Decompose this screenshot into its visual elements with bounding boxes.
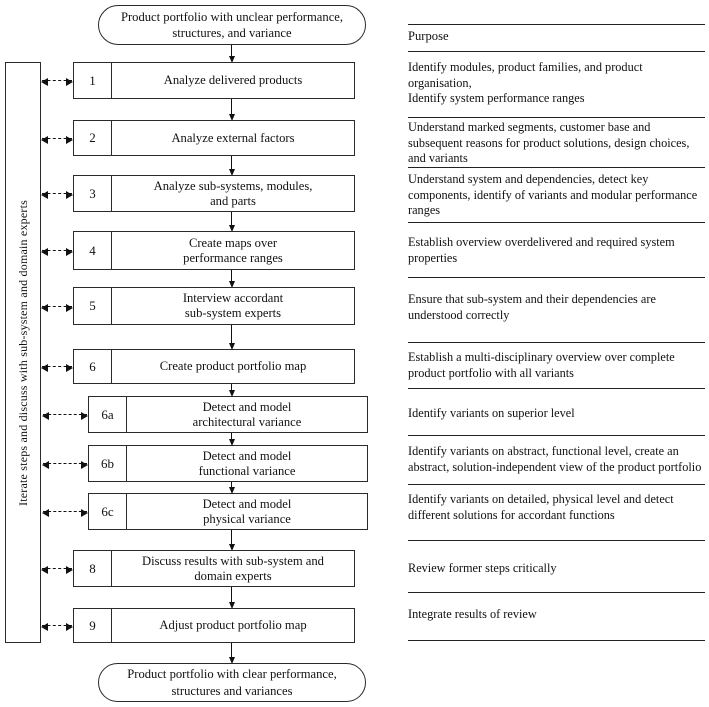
step-number: 6c [89, 494, 127, 529]
purpose-text-8: Review former steps critically [408, 561, 557, 575]
step-label: Adjust product portfolio map [159, 618, 307, 633]
purpose-text-9: Integrate results of review [408, 607, 537, 621]
step-label: Detect and model functional variance [198, 448, 296, 478]
separator-line [408, 540, 705, 541]
step-box-2: 2 Analyze external factors [73, 120, 355, 156]
separator-line [408, 484, 705, 485]
iterate-connector-icon [42, 508, 88, 517]
iterate-connector-icon [42, 411, 88, 420]
step-box-3: 3 Analyze sub-systems, modules, and part… [73, 175, 355, 212]
step-label: Interview accordant sub-system experts [182, 291, 284, 320]
purpose-text-6b: Identify variants on abstract, functiona… [408, 444, 702, 474]
step-label: Analyze delivered products [163, 73, 303, 88]
iterate-connector-icon [41, 622, 73, 631]
end-terminator: Product portfolio with clear performance… [98, 663, 366, 702]
end-terminator-label: Product portfolio with clear performance… [127, 667, 337, 698]
separator-line [408, 222, 705, 223]
iterate-sidebar: Iterate steps and discuss with sub-syste… [5, 62, 41, 643]
step-number: 6 [74, 350, 112, 383]
step-box-4: 4 Create maps over performance ranges [73, 231, 355, 270]
flow-arrow-icon [228, 270, 235, 288]
step-number: 4 [74, 232, 112, 269]
step-label: Create maps over performance ranges [183, 235, 283, 265]
step-label: Detect and model architectural variance [192, 399, 302, 429]
step-box-6a: 6a Detect and model architectural varian… [88, 396, 368, 433]
separator-line [408, 24, 705, 25]
iterate-connector-icon [41, 363, 73, 372]
flow-arrow-icon [228, 212, 235, 232]
iterate-sidebar-label: Iterate steps and discuss with sub-syste… [15, 199, 30, 506]
flow-arrow-icon [228, 325, 235, 350]
step-box-9: 9 Adjust product portfolio map [73, 608, 355, 643]
iterate-connector-icon [41, 303, 73, 312]
flow-arrow-icon [228, 643, 235, 664]
step-box-6c: 6c Detect and model physical variance [88, 493, 368, 530]
purpose-text-4: Establish overview overdelivered and req… [408, 235, 675, 265]
iterate-connector-icon [41, 77, 73, 86]
purpose-text-6a: Identify variants on superior level [408, 406, 575, 420]
step-number: 3 [74, 176, 112, 211]
separator-line [408, 167, 705, 168]
separator-line [408, 117, 705, 118]
start-terminator-label: Product portfolio with unclear performan… [120, 9, 344, 40]
iterate-connector-icon [41, 135, 73, 144]
separator-line [408, 277, 705, 278]
separator-line [408, 51, 705, 52]
purpose-text-3: Understand system and dependencies, dete… [408, 172, 698, 217]
step-number: 6a [89, 397, 127, 432]
purpose-text-2: Understand marked segments, customer bas… [408, 120, 690, 165]
purpose-header: Purpose [408, 29, 449, 43]
step-box-5: 5 Interview accordant sub-system experts [73, 287, 355, 325]
step-label: Create product portfolio map [159, 359, 307, 374]
flow-arrow-icon [228, 99, 235, 121]
step-number: 1 [74, 63, 112, 98]
flow-arrow-icon [228, 384, 235, 397]
step-label: Analyze external factors [171, 130, 295, 145]
step-box-1: 1 Analyze delivered products [73, 62, 355, 99]
iterate-connector-icon [42, 460, 88, 469]
flow-arrow-icon [228, 587, 235, 609]
separator-line [408, 435, 705, 436]
purpose-text-5: Ensure that sub-system and their depende… [408, 292, 656, 322]
separator-line [408, 388, 705, 389]
flow-arrow-icon [228, 156, 235, 176]
step-number: 2 [74, 121, 112, 155]
iterate-connector-icon [41, 190, 73, 199]
flow-arrow-icon [228, 482, 235, 494]
step-number: 8 [74, 551, 112, 586]
purpose-text-6: Establish a multi-disciplinary overview … [408, 350, 675, 380]
step-label: Analyze sub-systems, modules, and parts [153, 178, 313, 208]
flow-arrow-icon [228, 530, 235, 551]
step-number: 6b [89, 446, 127, 481]
purpose-text-1: Identify modules, product families, and … [408, 60, 643, 105]
step-label: Detect and model physical variance [202, 496, 292, 526]
step-box-8: 8 Discuss results with sub-system and do… [73, 550, 355, 587]
flow-arrow-icon [228, 45, 235, 63]
flow-arrow-icon [228, 433, 235, 446]
iterate-connector-icon [41, 247, 73, 256]
start-terminator: Product portfolio with unclear performan… [98, 5, 366, 45]
purpose-text-6c: Identify variants on detailed, physical … [408, 492, 674, 522]
step-number: 5 [74, 288, 112, 324]
step-box-6b: 6b Detect and model functional variance [88, 445, 368, 482]
iterate-connector-icon [41, 565, 73, 574]
separator-line [408, 592, 705, 593]
separator-line [408, 640, 705, 641]
step-label: Discuss results with sub-system and doma… [142, 553, 324, 583]
step-box-6: 6 Create product portfolio map [73, 349, 355, 384]
step-number: 9 [74, 609, 112, 642]
separator-line [408, 342, 705, 343]
